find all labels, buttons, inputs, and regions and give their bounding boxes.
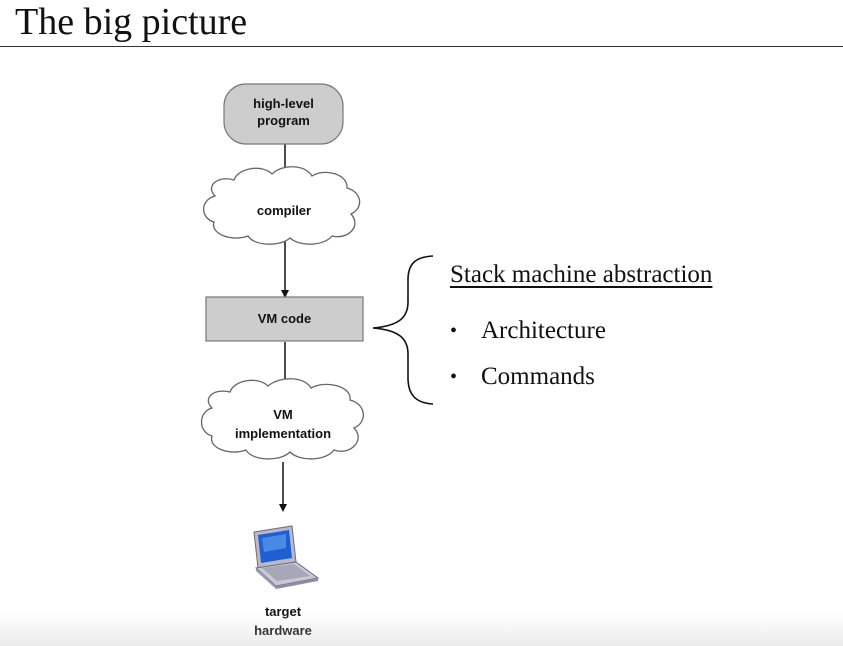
stack-machine-heading: Stack machine abstraction xyxy=(450,261,713,288)
stack-machine-panel: Stack machine abstraction • Architecture… xyxy=(450,258,712,400)
high-level-program-label-line1: high-level xyxy=(253,96,314,111)
bullet-item-label: Architecture xyxy=(481,317,606,344)
target-hardware-label-line2: hardware xyxy=(254,623,312,638)
bullet-item-label: Commands xyxy=(481,363,595,390)
bullet-dot-icon: • xyxy=(450,320,458,342)
bullet-item-commands: • Commands xyxy=(450,354,712,400)
high-level-program-label-line2: program xyxy=(257,113,310,128)
vm-implementation-label-line2: implementation xyxy=(235,426,331,441)
slide-title: The big picture xyxy=(15,1,248,43)
bullet-list: • Architecture • Commands xyxy=(450,308,712,400)
vm-code-label: VM code xyxy=(258,311,311,326)
target-hardware-label-line1: target xyxy=(265,604,302,619)
compiler-cloud-node: compiler xyxy=(202,166,361,245)
compiler-label: compiler xyxy=(257,203,311,218)
vm-implementation-label-line1: VM xyxy=(273,407,293,422)
laptop-icon xyxy=(253,525,320,589)
high-level-program-node: high-level program xyxy=(223,83,344,145)
vm-implementation-cloud-node: VM implementation xyxy=(200,378,364,460)
bullet-item-architecture: • Architecture xyxy=(450,308,712,354)
vm-code-node: VM code xyxy=(205,296,364,342)
bullet-dot-icon: • xyxy=(450,366,458,388)
curly-brace xyxy=(372,255,434,405)
title-divider xyxy=(0,46,843,47)
